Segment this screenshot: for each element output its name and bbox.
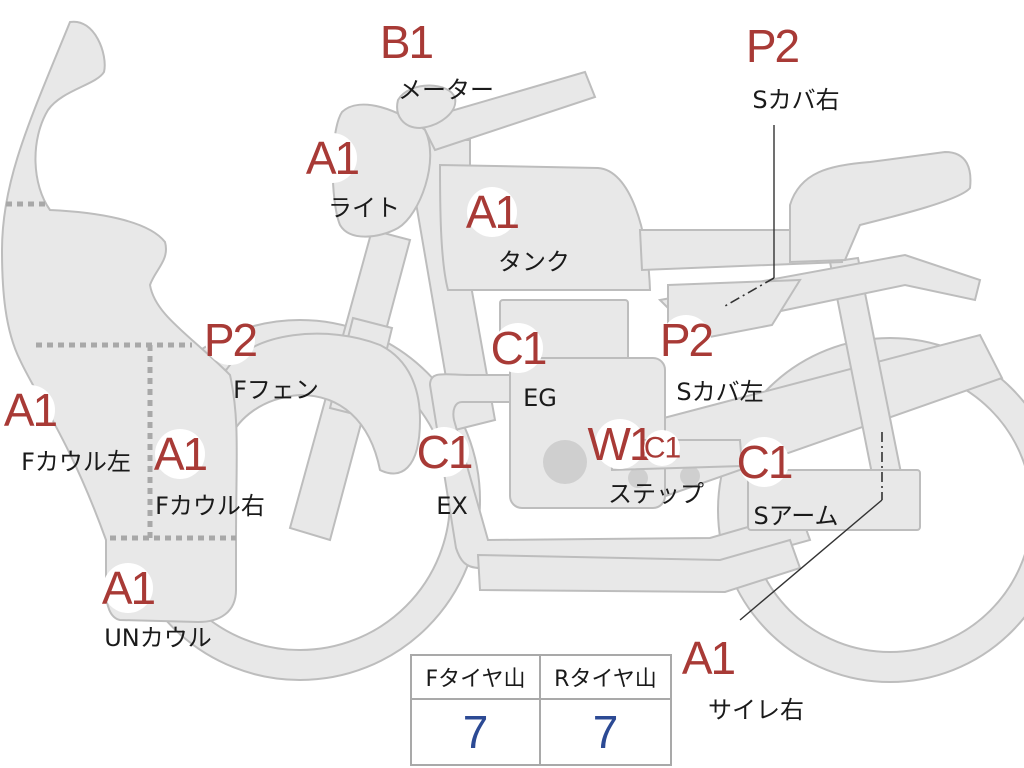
swing-arm-label: Sアーム	[753, 502, 838, 530]
swing-arm-grade: C1	[737, 436, 792, 488]
rear-tread-header: Rタイヤ山	[541, 656, 670, 700]
rear-tread-value: 7	[592, 706, 619, 758]
step-badge-2: C1	[644, 430, 681, 466]
leader-silencer-2	[739, 499, 883, 621]
tank-grade: A1	[466, 186, 519, 238]
swing-arm-badge: C1	[737, 436, 794, 488]
leader-seat-cover-r-2	[724, 277, 775, 307]
front-cowl-r-grade: A1	[154, 428, 207, 480]
exhaust-badge: C1	[417, 426, 474, 478]
seat-cover-l-badge: P2	[660, 314, 715, 366]
front-cowl-l-grade: A1	[4, 384, 57, 436]
seat-cover-r-label: Sカバ右	[752, 86, 839, 114]
front-fender-grade: P2	[204, 314, 257, 366]
swing-arm-plate	[747, 469, 921, 531]
meter-grade: B1	[380, 16, 433, 68]
front-tread-header: Fタイヤ山	[412, 656, 541, 700]
front-tread-value: 7	[412, 700, 541, 764]
seat-cover-l-label: Sカバ左	[676, 378, 763, 406]
step-badge: W1	[588, 418, 655, 470]
under-cowl-label: UNカウル	[104, 624, 212, 652]
tire-tread-table: Fタイヤ山 Rタイヤ山 7 7	[410, 654, 672, 766]
tank-badge: A1	[466, 186, 521, 238]
light-label: ライト	[328, 194, 400, 222]
tank-label: タンク	[498, 248, 570, 276]
meter-label: メーター	[398, 76, 494, 104]
light-grade: A1	[306, 132, 359, 184]
front-cowl-l-badge: A1	[4, 384, 59, 436]
engine-badge: C1	[491, 322, 548, 374]
front-cowl-l-label: Fカウル左	[21, 448, 131, 476]
seat	[789, 150, 972, 264]
silencer-r-badge: A1	[682, 632, 737, 684]
seat-cover-r-grade: P2	[746, 20, 799, 72]
meter-badge: B1	[380, 16, 435, 68]
exhaust-grade: C1	[417, 426, 472, 478]
exhaust-pipe-lower	[476, 538, 802, 594]
front-fender-label: Fフェン	[233, 376, 319, 404]
silencer-r-grade: A1	[682, 632, 735, 684]
silencer-r-label: サイレ右	[708, 696, 804, 724]
front-fender-badge: P2	[204, 314, 259, 366]
handlebar	[418, 70, 597, 152]
front-fender-shape	[223, 332, 422, 475]
seat-cover-r-badge: P2	[746, 20, 801, 72]
engine-label: EG	[523, 384, 557, 412]
front-cowl-r-label: Fカウル右	[155, 492, 265, 520]
under-cowl-badge: A1	[102, 562, 157, 614]
under-cowl-grade: A1	[102, 562, 155, 614]
engine-grade: C1	[491, 322, 546, 374]
front-cowl-r-badge: A1	[154, 428, 209, 480]
front-cowl	[0, 20, 238, 624]
seat-cover-l-grade: P2	[660, 314, 713, 366]
meter-shape	[396, 84, 457, 130]
step-label: ステップ	[608, 480, 704, 508]
exhaust-label: EX	[436, 492, 468, 520]
light-badge: A1	[306, 132, 361, 184]
step-grade: W1	[588, 418, 653, 470]
step-grade-2: C1	[644, 432, 681, 465]
